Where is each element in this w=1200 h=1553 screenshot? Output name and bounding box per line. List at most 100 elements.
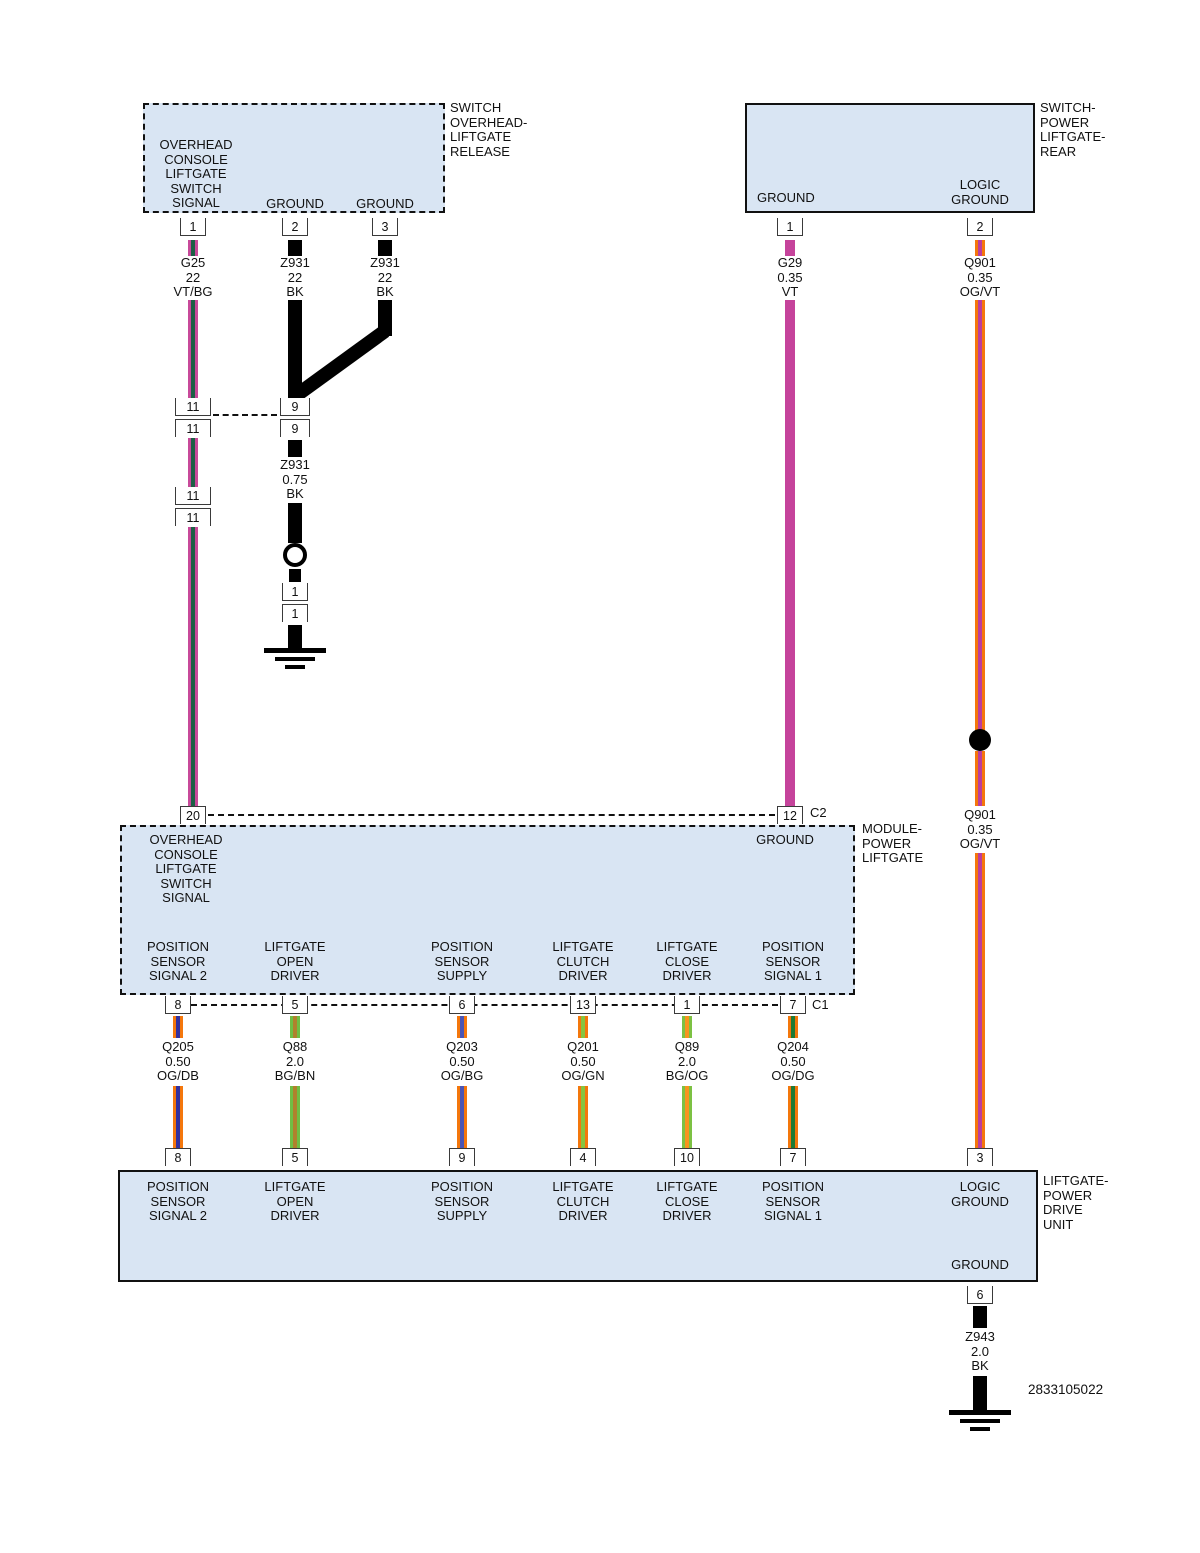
- wire-z931c-segment: [288, 440, 302, 457]
- wire-z943-segment: [973, 1306, 987, 1328]
- label-module-output-3: LIFTGATE CLUTCH DRIVER: [552, 939, 614, 984]
- wire-label-q201: Q201 0.50 OG/GN: [561, 1039, 605, 1084]
- label-module-output-1: LIFTGATE OPEN DRIVER: [264, 939, 326, 984]
- pin-switch-release-2: 2: [282, 218, 308, 236]
- inline-connector-11-lower: 11: [175, 419, 211, 437]
- pin-drive-3: 3: [967, 1148, 993, 1166]
- wire-g25-segment: [188, 240, 198, 256]
- component-switch-power-liftgate-rear: [745, 103, 1035, 213]
- inline-connector-1-lower: 1: [282, 604, 308, 622]
- pin-drive-10: 10: [674, 1148, 700, 1166]
- wire-label-z931b: Z931 22 BK: [370, 255, 400, 300]
- label-module-output-4: LIFTGATE CLOSE DRIVER: [656, 939, 718, 984]
- wire-g25-segment: [188, 438, 198, 487]
- pin-drive-6: 6: [967, 1286, 993, 1304]
- inline-connector-11-upper: 11: [175, 398, 211, 416]
- splice-dot-icon: [969, 729, 991, 751]
- inline-connector-9-lower: 9: [280, 419, 310, 437]
- diagram-number: 2833105022: [1028, 1382, 1104, 1397]
- wire-z931c-segment: [288, 503, 302, 543]
- wire-label-z931c: Z931 0.75 BK: [280, 457, 310, 502]
- inline-connector-11b-lower: 11: [175, 508, 211, 526]
- ring-terminal-icon: [283, 543, 307, 567]
- component-title-drive-unit: LIFTGATE- POWER DRIVE UNIT: [1043, 1173, 1109, 1232]
- label-drive-logic-ground: LOGIC GROUND: [951, 1179, 1009, 1209]
- wire-z931a-segment: [288, 240, 302, 256]
- wire-label-g29: G29 0.35 VT: [777, 255, 803, 300]
- component-module-power-liftgate: [120, 825, 855, 995]
- wire-label-q205: Q205 0.50 OG/DB: [157, 1039, 199, 1084]
- wire-label-q203: Q203 0.50 OG/BG: [440, 1039, 484, 1084]
- inline-connector-1-upper: 1: [282, 583, 308, 601]
- label-logic-ground-switch-power: LOGIC GROUND: [951, 177, 1009, 207]
- pin-switch-power-1: 1: [777, 218, 803, 236]
- label-overhead-console-liftgate-switch-signal: OVERHEAD CONSOLE LIFTGATE SWITCH SIGNAL: [159, 137, 233, 211]
- wire-label-q88: Q88 2.0 BG/BN: [274, 1039, 316, 1084]
- label-drive-input-0: POSITION SENSOR SIGNAL 2: [146, 1179, 210, 1224]
- pin-module-c1-7: 7: [780, 996, 806, 1014]
- wire-q201-segment: [578, 1086, 588, 1148]
- label-connector-c2: C2: [810, 805, 827, 820]
- c1-connector-dashed-line: [191, 1004, 778, 1006]
- component-title-switch-release: SWITCH OVERHEAD- LIFTGATE RELEASE: [450, 100, 528, 159]
- wire-label-q89: Q89 2.0 BG/OG: [665, 1039, 709, 1084]
- wire-q201-segment: [578, 1016, 588, 1038]
- inline-connector-11b-upper: 11: [175, 487, 211, 505]
- component-title-module: MODULE- POWER LIFTGATE: [862, 821, 924, 866]
- wire-q88-segment: [290, 1016, 300, 1038]
- wire-label-q204: Q204 0.50 OG/DG: [771, 1039, 815, 1084]
- wire-q901-segment: [975, 240, 985, 256]
- component-title-switch-power: SWITCH- POWER LIFTGATE- REAR: [1040, 100, 1106, 159]
- component-switch-overhead-liftgate-release: [143, 103, 445, 213]
- wire-g29-segment: [785, 300, 795, 806]
- label-ground-switch-power: GROUND: [757, 190, 815, 205]
- pin-drive-9: 9: [449, 1148, 475, 1166]
- component-liftgate-power-drive-unit: [118, 1170, 1038, 1282]
- pin-drive-5: 5: [282, 1148, 308, 1166]
- label-module-output-2: POSITION SENSOR SUPPLY: [430, 939, 494, 984]
- wire-q901-segment: [975, 853, 985, 1148]
- wire-z931b-diagonal-merge: [294, 325, 390, 400]
- wire-g25-segment: [188, 300, 198, 398]
- pin-module-c1-6: 6: [449, 996, 475, 1014]
- wire-label-q901-top: Q901 0.35 OG/VT: [959, 255, 1001, 300]
- label-drive-input-1: LIFTGATE OPEN DRIVER: [264, 1179, 326, 1224]
- wire-q88-segment: [290, 1086, 300, 1148]
- pin-module-c1-8: 8: [165, 996, 191, 1014]
- label-ground-1: GROUND: [266, 196, 324, 211]
- wire-label-g25: G25 22 VT/BG: [173, 255, 213, 300]
- pin-switch-power-2: 2: [967, 218, 993, 236]
- c2-connector-dashed-line: [208, 814, 775, 816]
- pin-module-c1-13: 13: [570, 996, 596, 1014]
- pin-module-c1-1: 1: [674, 996, 700, 1014]
- label-connector-c1: C1: [812, 997, 829, 1012]
- wire-z943-segment: [973, 1376, 987, 1410]
- label-module-output-0: POSITION SENSOR SIGNAL 2: [146, 939, 210, 984]
- label-module-ground: GROUND: [756, 832, 814, 847]
- label-ground-2: GROUND: [356, 196, 414, 211]
- wire-q205-segment: [173, 1086, 183, 1148]
- wire-q203-segment: [457, 1086, 467, 1148]
- connector-link-dashed-line: [213, 414, 277, 416]
- pin-module-12: 12: [777, 806, 803, 824]
- wire-q205-segment: [173, 1016, 183, 1038]
- wire-label-z931a: Z931 22 BK: [280, 255, 310, 300]
- wire-q901-segment: [975, 751, 985, 806]
- wire-z931b-segment: [378, 240, 392, 256]
- wire-g25-segment: [188, 527, 198, 808]
- pin-switch-release-3: 3: [372, 218, 398, 236]
- pin-module-c1-5: 5: [282, 996, 308, 1014]
- label-module-signal: OVERHEAD CONSOLE LIFTGATE SWITCH SIGNAL: [149, 832, 223, 906]
- label-drive-ground: GROUND: [951, 1257, 1009, 1272]
- wire-z931c-segment: [289, 569, 301, 582]
- wire-q203-segment: [457, 1016, 467, 1038]
- inline-connector-9-upper: 9: [280, 398, 310, 416]
- pin-drive-8: 8: [165, 1148, 191, 1166]
- wire-q89-segment: [682, 1086, 692, 1148]
- label-module-output-5: POSITION SENSOR SIGNAL 1: [761, 939, 825, 984]
- wire-z931c-segment: [288, 625, 302, 648]
- wire-q204-segment: [788, 1086, 798, 1148]
- label-drive-input-4: LIFTGATE CLOSE DRIVER: [656, 1179, 718, 1224]
- wire-label-z943: Z943 2.0 BK: [965, 1329, 995, 1374]
